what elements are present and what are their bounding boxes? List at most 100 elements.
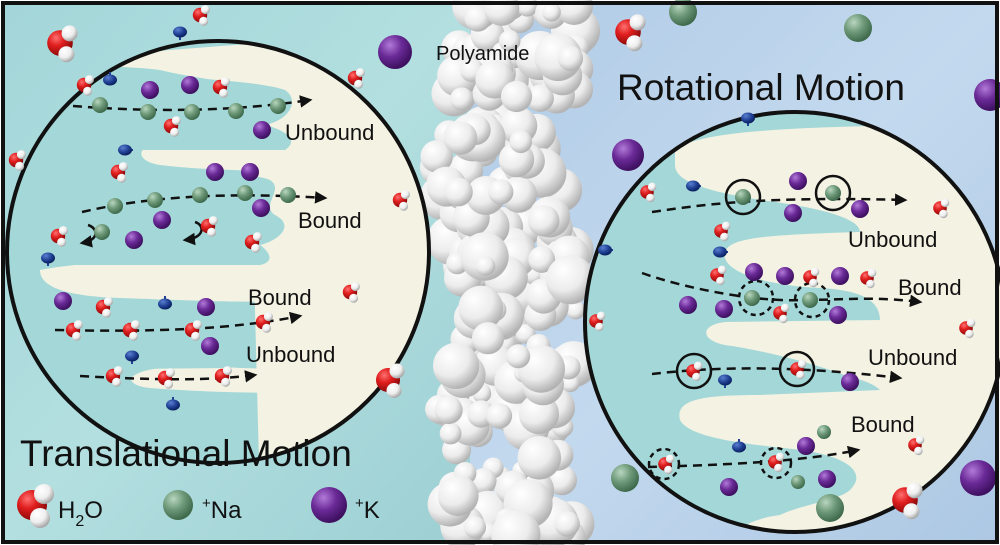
sodium-ion [92,97,108,113]
potassium-ion [720,478,738,496]
polyamide-bead [554,511,580,537]
polyamide-bead [444,177,473,207]
potassium-ion [745,263,763,281]
potassium-ion [612,139,644,171]
water-molecule [892,482,923,520]
water-molecule [76,75,94,96]
legend-water-o: O [84,497,103,524]
water-molecule [658,454,675,475]
legend-item-sodium: +Na [163,490,242,524]
water-molecule [908,435,925,456]
polyamide-bead [450,87,474,111]
potassium-ion [125,231,143,249]
left-label-bound-1: Bound [298,208,362,233]
sodium-ion [844,14,872,42]
sodium-ion [140,104,156,120]
legend-sodium-label: Na [211,497,242,524]
potassium-ion [378,35,412,69]
water-molecule [184,320,202,341]
potassium-ion [197,298,215,316]
sodium-ion [270,98,286,114]
legend-water-h: H [58,497,75,524]
potassium-ion [776,267,794,285]
sodium-ion [669,0,697,26]
water-molecule [376,363,405,398]
water-molecule [589,311,606,332]
water-molecule [8,150,26,171]
sodium-ion [802,292,818,308]
svg-text:+K: +K [355,495,380,524]
potassium-ion [974,79,1000,111]
potassium-ion [831,267,849,285]
polyamide-bead [439,422,462,445]
right-label-bound-2: Bound [851,412,915,437]
water-molecule [392,190,410,211]
polyamide-bead [545,255,595,305]
charged-group [598,244,613,256]
unbound-water-path [79,370,258,383]
particles [8,0,1000,522]
polyamide-bead [528,246,556,273]
polyamide-bead [470,468,497,494]
charged-group [718,374,732,388]
charged-group [118,144,133,156]
polyamide-bead [557,45,584,71]
polyamide-bead [527,204,560,237]
potassium-ion [181,76,199,94]
charged-group [732,439,746,453]
charged-group [173,26,187,40]
legend: H2O +Na +K [17,484,380,530]
polymer-fingers-right [675,125,1000,532]
legend-sodium-sup: + [202,495,211,512]
sodium-ion [744,290,760,306]
sodium-ion [94,224,110,240]
charged-group [41,252,55,266]
left-label-unbound-2: Unbound [246,342,335,367]
water-molecule [47,25,78,63]
sodium-ion [228,103,244,119]
potassium-ion [841,373,859,391]
polyamide-membrane [419,0,600,545]
rotational-inset [583,110,1000,534]
water-molecule-icon [17,484,54,528]
potassium-ion [153,211,171,229]
potassium-ion [960,460,996,496]
sodium-ion [791,475,805,489]
water-molecule [860,268,877,289]
water-molecule [714,221,731,242]
water-molecule [640,182,657,203]
water-molecule [157,368,175,389]
potassium-ion-icon [311,487,347,523]
water-molecule [110,162,128,183]
water-molecule [105,366,123,387]
polyamide-bead [498,30,521,52]
charged-group [103,72,117,86]
polyamide-bead [475,256,496,276]
polyamide-bead [464,516,487,539]
polyamide-bead [526,84,554,112]
potassium-ion [201,337,219,355]
water-molecule [50,226,68,247]
water-molecule [214,366,232,387]
polyamide-bead [434,395,463,425]
water-molecule [773,303,790,324]
left-label-bound-2: Bound [248,285,312,310]
potassium-ion [206,163,224,181]
potassium-ion [829,306,847,324]
right-label-bound-1: Bound [898,275,962,300]
polyamide-bead [542,2,561,22]
water-molecule [959,318,976,339]
polyamide-bead [458,285,504,331]
water-molecule [710,265,727,286]
sodium-ion [817,425,831,439]
charged-group [741,112,755,126]
bound-water-path [54,311,303,332]
svg-text:+Na: +Na [202,495,242,524]
water-molecule [192,5,210,26]
polyamide-bead [437,475,479,517]
water-molecule [200,216,218,237]
water-molecule [65,320,83,341]
charged-group [713,246,728,258]
